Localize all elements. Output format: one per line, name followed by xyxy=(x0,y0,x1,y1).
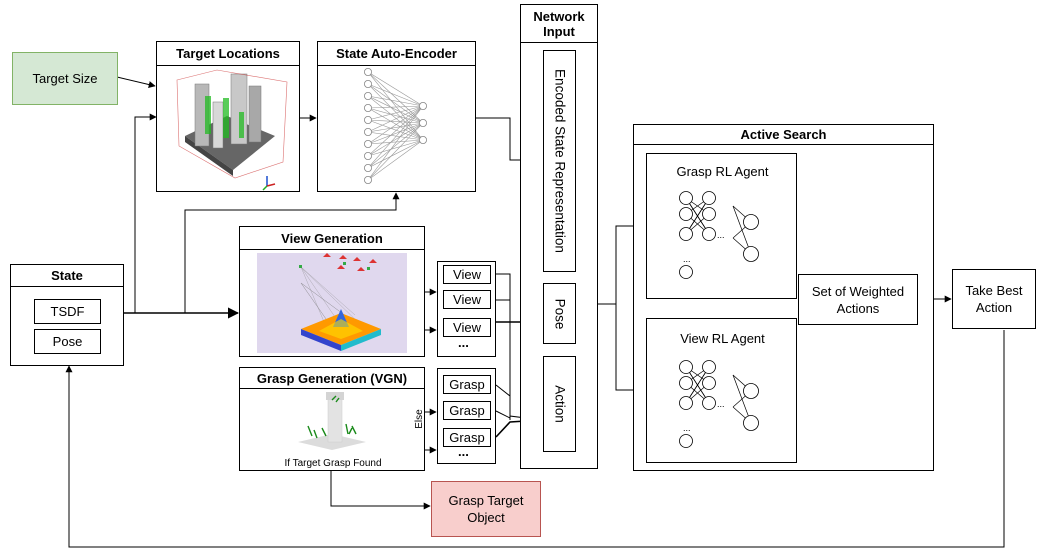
pose-slot-label: Pose xyxy=(552,298,567,329)
view-list-ellipsis: ... xyxy=(458,335,469,350)
state-pose-label: Pose xyxy=(52,334,83,349)
view-item-3: View xyxy=(443,318,491,337)
encoded-state-slot: Encoded State Representation xyxy=(543,50,576,272)
else-label: Else xyxy=(413,409,425,429)
state-autoencoder-panel: State Auto-Encoder xyxy=(317,41,476,192)
state-title: State xyxy=(11,265,123,287)
target-locations-illustration xyxy=(176,69,288,191)
arrow-feedback-loop xyxy=(65,330,1005,548)
view-rl-agent: View RL Agent ... ... xyxy=(646,318,797,463)
svg-text:...: ... xyxy=(717,399,725,409)
grasp-generation-illustration xyxy=(298,392,366,450)
grasp-found-caption: If Target Grasp Found xyxy=(284,457,382,469)
grasp-item-2: Grasp xyxy=(443,401,491,420)
arrow-to-grasp-target xyxy=(330,470,431,510)
view-generation-illustration xyxy=(257,253,407,353)
state-autoencoder-title: State Auto-Encoder xyxy=(318,42,475,66)
view-item-1: View xyxy=(443,265,491,284)
arrow-network-to-view-agent xyxy=(598,303,646,394)
grasp-agent-network-icon: ... ... xyxy=(679,191,759,279)
view-item-label: View xyxy=(453,320,481,335)
grasp-target-node: Grasp Target Object xyxy=(431,481,541,537)
take-best-action-node: Take Best Action xyxy=(952,269,1036,329)
svg-text:...: ... xyxy=(717,230,725,240)
view-item-label: View xyxy=(453,292,481,307)
arrow-size-to-locations xyxy=(116,76,156,88)
grasp-target-label: Grasp Target Object xyxy=(448,493,524,525)
target-locations-panel: Target Locations xyxy=(156,41,300,192)
view-item-label: View xyxy=(453,267,481,282)
grasp-generation-title: Grasp Generation (VGN) xyxy=(240,368,424,389)
grasp-generation-panel: Grasp Generation (VGN) If Target Grasp F… xyxy=(239,367,425,471)
target-size-node: Target Size xyxy=(12,52,118,105)
tsdf-box: TSDF xyxy=(34,299,101,324)
view-generation-title: View Generation xyxy=(240,227,424,250)
grasp-rl-agent-title: Grasp RL Agent xyxy=(676,163,769,179)
action-slot: Action xyxy=(543,356,576,452)
encoded-state-label: Encoded State Representation xyxy=(552,69,567,253)
svg-text:...: ... xyxy=(683,423,691,433)
target-locations-title: Target Locations xyxy=(157,42,299,66)
target-size-label: Target Size xyxy=(32,71,98,86)
weighted-actions-node: Set of Weighted Actions xyxy=(798,274,918,325)
grasp-item-label: Grasp xyxy=(449,430,485,445)
autoencoder-network-illustration xyxy=(364,68,428,185)
tsdf-label: TSDF xyxy=(50,304,85,319)
view-rl-agent-title: View RL Agent xyxy=(680,330,765,346)
grasp-item-label: Grasp xyxy=(449,403,485,418)
view-generation-panel: View Generation xyxy=(239,226,425,357)
view-item-2: View xyxy=(443,290,491,309)
grasp-list-ellipsis: ... xyxy=(458,444,469,459)
action-slot-label: Action xyxy=(552,385,567,423)
grasp-item-1: Grasp xyxy=(443,375,491,394)
active-search-title: Active Search xyxy=(634,125,933,145)
network-input-title: Network Input xyxy=(521,5,597,43)
weighted-actions-label: Set of Weighted Actions xyxy=(811,283,905,316)
take-best-action-label: Take Best Action xyxy=(965,283,1023,315)
pose-slot: Pose xyxy=(543,283,576,344)
state-pose-box: Pose xyxy=(34,329,101,354)
svg-text:...: ... xyxy=(683,254,691,264)
grasp-item-label: Grasp xyxy=(449,377,485,392)
grasp-rl-agent: Grasp RL Agent ... ... xyxy=(646,153,797,299)
grasp-item-3: Grasp xyxy=(443,428,491,447)
view-agent-network-icon: ... ... xyxy=(679,360,759,448)
